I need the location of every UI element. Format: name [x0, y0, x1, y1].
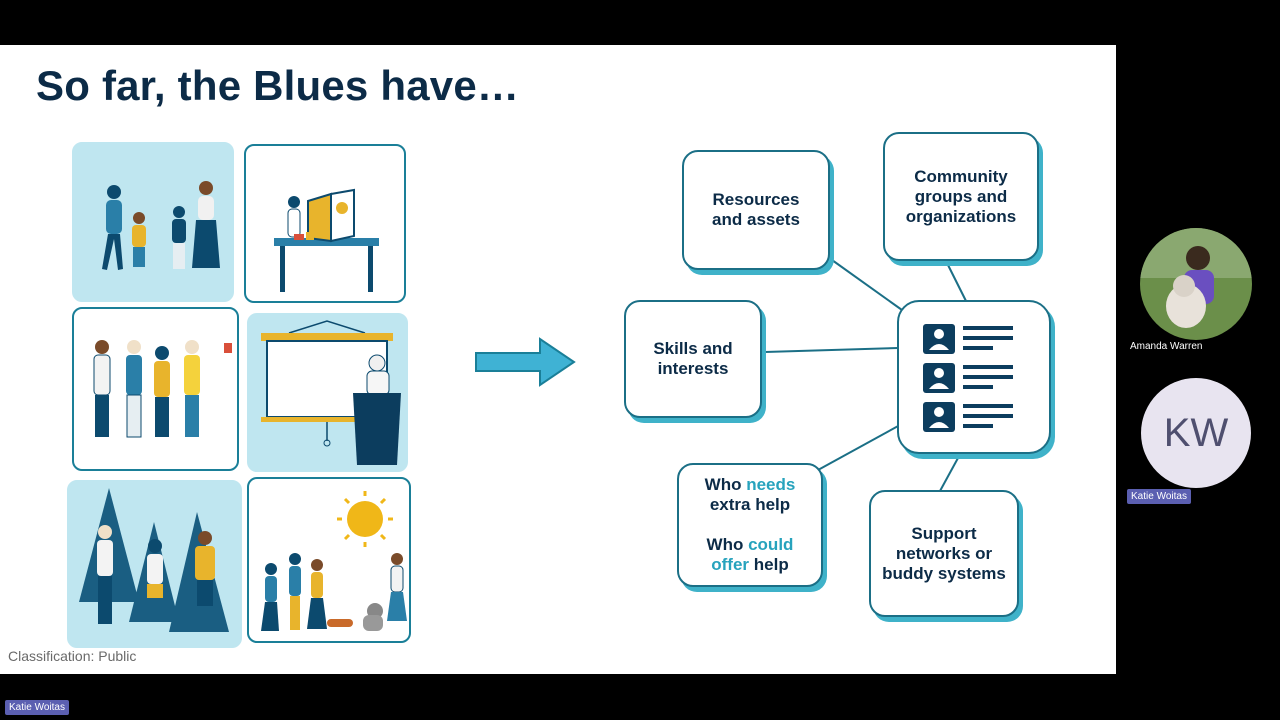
support-networks-box: Support networks or buddy systems [869, 490, 1019, 617]
participant-name-katie: Katie Woitas [1127, 489, 1191, 504]
participant-avatar-katie[interactable]: KW [1141, 378, 1251, 488]
who-could-line1: Who could [706, 535, 794, 554]
hikers-forest-image [67, 480, 242, 648]
skills-and-interests-box: Skills and interests [624, 300, 762, 418]
who-needs-help-box: Who needs extra help Who could offer hel… [677, 463, 823, 587]
info-booth-image [244, 144, 406, 303]
people-list-box [897, 300, 1051, 454]
resources-and-assets-box: Resources and assets [682, 150, 830, 270]
presentation-image [247, 313, 408, 472]
group-of-people-image [72, 307, 239, 471]
active-speaker-tag: Katie Woitas [5, 700, 69, 715]
community-label-line2: groups and [914, 186, 1008, 206]
who-could-line2: offer help [711, 555, 789, 574]
skills-label-line1: Skills and [653, 339, 733, 358]
support-label-line1: Support [911, 523, 977, 543]
support-label-line2: networks or [895, 543, 993, 563]
slide-title: So far, the Blues have… [36, 62, 520, 109]
community-groups-box: Community groups and organizations [883, 132, 1039, 261]
family-walking-image [72, 142, 234, 302]
connector-lines [764, 259, 967, 492]
skills-label-line2: interests [657, 359, 729, 378]
presentation-slide: So far, the Blues have… [0, 45, 1116, 674]
resources-label: Resources and assets [712, 190, 800, 229]
community-label-line3: organizations [905, 206, 1017, 226]
who-needs-line2: extra help [709, 495, 791, 514]
support-label-line3: buddy systems [882, 563, 1006, 583]
participant-name-amanda: Amanda Warren [1130, 341, 1203, 352]
sunny-walk-image [247, 477, 411, 643]
classification-label: Classification: Public [8, 648, 137, 664]
who-needs-line1: Who needs [704, 475, 796, 494]
community-label-line1: Community [914, 166, 1008, 186]
participant-photo [1140, 228, 1252, 340]
contact-list-icon [923, 324, 1013, 432]
participant-video-amanda[interactable] [1140, 228, 1252, 340]
arrow-right-icon [475, 337, 576, 387]
